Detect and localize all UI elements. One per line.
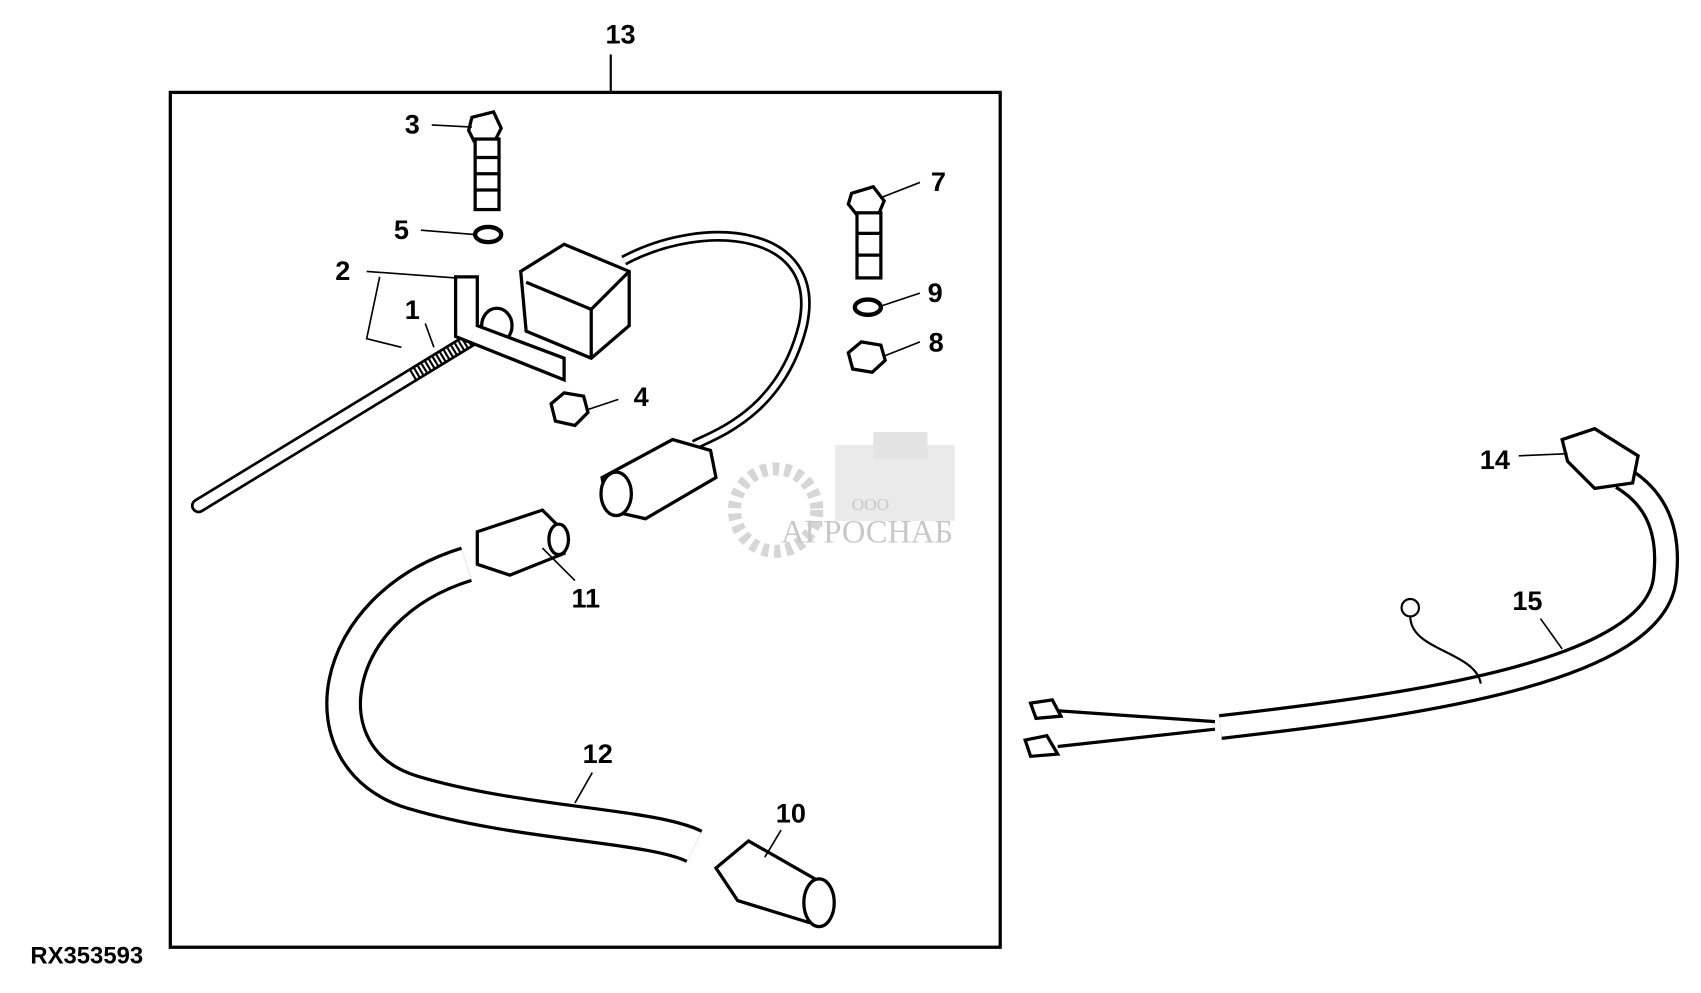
- connector-10: [713, 838, 836, 929]
- reference-code: RX353593: [30, 943, 143, 970]
- callout-13: 13: [605, 19, 635, 50]
- callout-9: 9: [928, 277, 943, 308]
- ground-lead: [1400, 597, 1482, 684]
- sensor-cable: [621, 231, 811, 450]
- nut-8: [846, 340, 888, 375]
- callout-10: 10: [776, 797, 806, 828]
- watermark-prefix: ООО: [852, 495, 890, 514]
- callout-14: 14: [1480, 444, 1510, 475]
- watermark-name: АГРОСНАБ: [781, 515, 953, 551]
- callout-7: 7: [931, 166, 946, 197]
- callout-3: 3: [405, 109, 420, 140]
- pigtail-wires: [1023, 698, 1216, 759]
- callout-4: 4: [634, 381, 649, 412]
- sensor-bracket: [453, 242, 631, 383]
- washer-9: [852, 297, 884, 317]
- bolt-3: [466, 110, 503, 212]
- connector-14: [1560, 426, 1640, 491]
- connector-11: [475, 508, 571, 577]
- sensor-connector: [599, 437, 718, 521]
- bolt-7: [846, 184, 886, 280]
- kit-frame: [168, 90, 1002, 949]
- callout-1: 1: [405, 294, 420, 325]
- callout-15: 15: [1512, 585, 1542, 616]
- callout-8: 8: [929, 327, 944, 358]
- callout-5: 5: [394, 214, 409, 245]
- watermark-logo: ООО АГРОСНАБ: [727, 431, 955, 558]
- leader-lines: [365, 124, 1568, 858]
- callout-2: 2: [335, 255, 350, 286]
- washer-5: [472, 224, 504, 245]
- callout-12: 12: [583, 738, 613, 769]
- callout-11: 11: [571, 583, 600, 614]
- nut-4: [549, 391, 590, 428]
